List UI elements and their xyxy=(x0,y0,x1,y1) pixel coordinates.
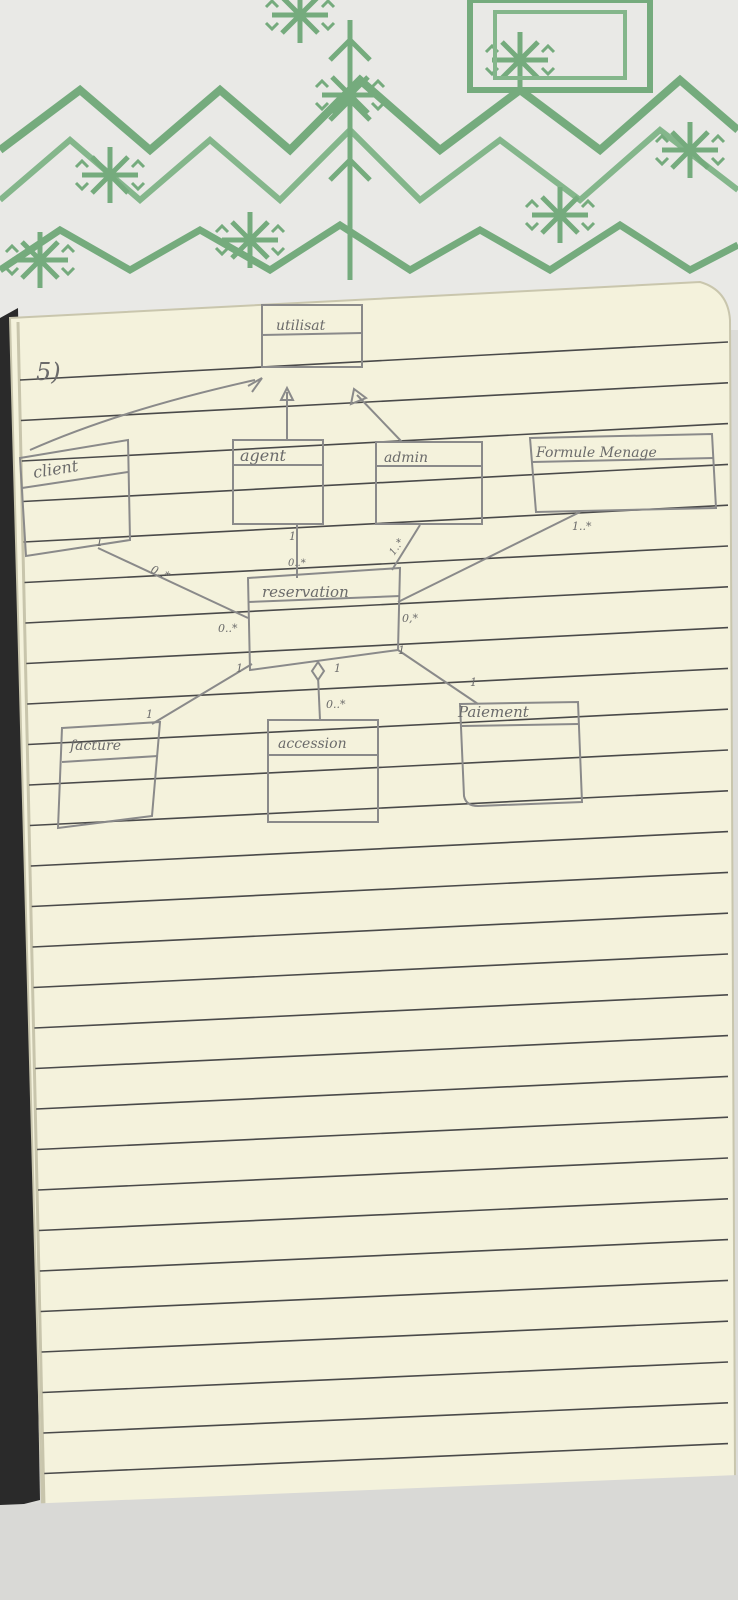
ruled-line xyxy=(25,586,729,624)
label-admin: admin xyxy=(384,450,428,466)
embroidery-pattern xyxy=(0,0,738,288)
mult-agent-res-end: 0..* xyxy=(288,558,306,569)
class-accession xyxy=(267,719,379,823)
table-surface xyxy=(0,1475,738,1600)
ruled-line xyxy=(42,1361,729,1394)
ruled-line xyxy=(19,341,729,381)
label-accession: accession xyxy=(278,736,347,752)
ruled-line xyxy=(24,545,729,584)
uml-class-diagram xyxy=(18,304,718,830)
ruled-line xyxy=(41,1320,729,1353)
ruled-line xyxy=(39,1238,729,1272)
class-paiement xyxy=(458,700,584,808)
label-agent: agent xyxy=(240,446,287,465)
label-formule-menage: Formule Menage xyxy=(535,445,657,461)
mult-client-end: 1 xyxy=(96,536,103,549)
class-utilisateur xyxy=(261,304,363,368)
ruled-line xyxy=(31,871,729,908)
label-facture: facture xyxy=(69,738,121,754)
page-fold xyxy=(16,321,46,1507)
ruled-line xyxy=(33,953,729,989)
ruled-line xyxy=(37,1116,729,1151)
mult-formule-res-end: 0,* xyxy=(402,612,418,625)
mult-facture-end: 1 xyxy=(146,708,153,721)
ruled-line xyxy=(34,994,729,1029)
mult-client-res-end: 0..* xyxy=(218,622,238,635)
class-facture xyxy=(56,720,162,830)
notebook-page xyxy=(8,280,737,1510)
ruled-line xyxy=(35,1034,729,1070)
label-paiement: Paiement xyxy=(457,703,530,721)
ruled-line xyxy=(43,1402,729,1434)
notebook-cover-edge xyxy=(0,308,40,1510)
ruled-line xyxy=(44,1442,729,1475)
association-links xyxy=(97,511,581,725)
inheritance-links xyxy=(29,377,403,451)
ruled-line xyxy=(38,1198,729,1232)
mult-agent-end: 1 xyxy=(289,530,296,543)
class-client xyxy=(18,438,132,558)
ruled-line xyxy=(21,422,729,462)
mult-accession-res-end: 1 xyxy=(334,662,341,675)
label-utilisateur: utilisat xyxy=(276,318,326,334)
class-agent xyxy=(232,439,324,525)
mult-formule-end: 1..* xyxy=(572,520,592,533)
question-number: 5) xyxy=(36,358,61,386)
mult-facture-res-end: 1 xyxy=(236,662,243,675)
ruled-line xyxy=(32,912,729,948)
mult-paiement-res-end: 1 xyxy=(398,644,405,657)
ruled-line xyxy=(30,830,729,867)
ruled-lines xyxy=(19,341,729,1475)
ruled-line xyxy=(20,382,729,422)
label-reservation: reservation xyxy=(262,583,349,601)
class-admin xyxy=(375,441,483,525)
mult-paiement-end: 1 xyxy=(470,676,477,689)
class-formule-menage xyxy=(528,432,718,514)
mult-accession-end: 0..* xyxy=(326,698,346,711)
ruled-line xyxy=(26,626,729,665)
ruled-line xyxy=(37,1157,729,1191)
ruled-line xyxy=(27,667,729,705)
ruled-line xyxy=(40,1279,729,1313)
ruled-line xyxy=(36,1075,729,1110)
